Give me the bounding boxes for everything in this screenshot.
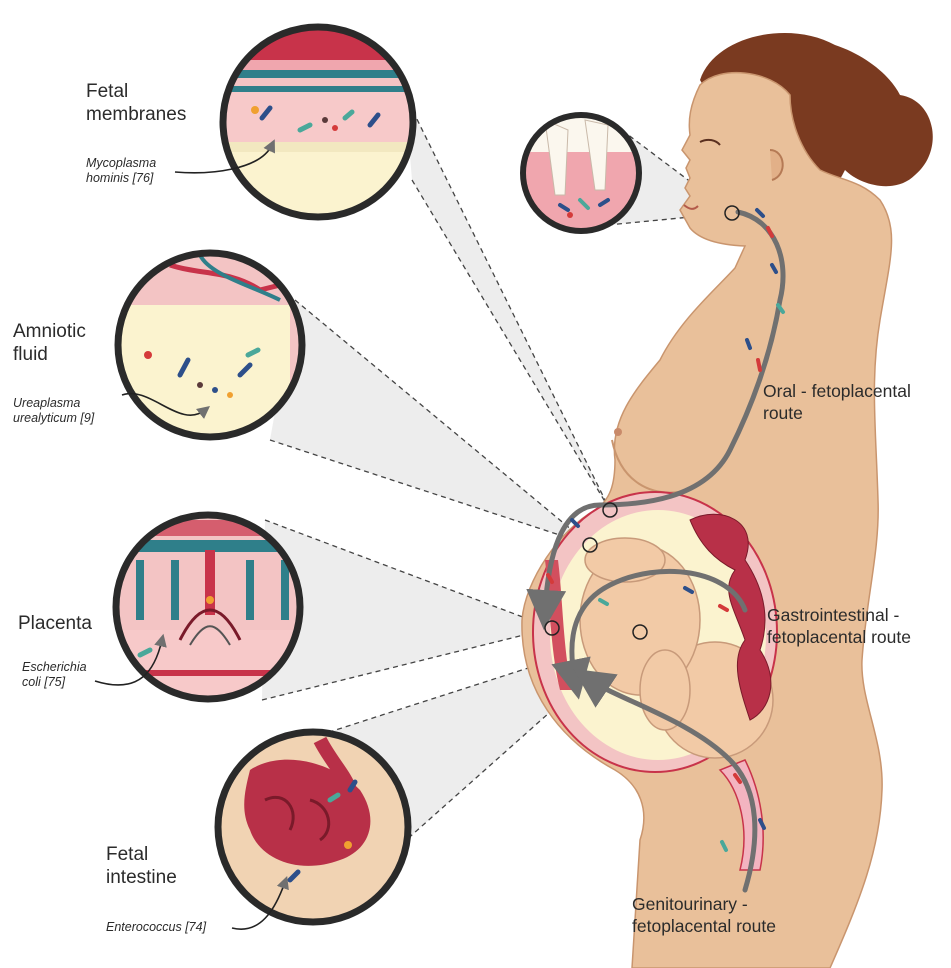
fetal-intestine-inset (215, 730, 415, 930)
fetal-membranes-citation-line1: Mycoplasma (86, 156, 156, 171)
oral-route-label-line1: Oral - fetoplacental (763, 380, 911, 402)
fetal-membranes-citation-line2: hominis [76] (86, 171, 156, 186)
fetal-membranes-inset (220, 25, 420, 225)
genitourinary-route-label-line1: Genitourinary - (632, 893, 776, 915)
genitourinary-route-label-line2: fetoplacental route (632, 915, 776, 937)
fetal-membranes-citation: Mycoplasma hominis [76] (86, 156, 156, 186)
placenta-citation: Escherichia coli [75] (22, 660, 87, 690)
gastrointestinal-route-label-line1: Gastrointestinal - (767, 604, 911, 626)
amniotic-fluid-label: Amniotic fluid (13, 320, 86, 366)
amniotic-fluid-label-line1: Amniotic (13, 320, 86, 343)
placenta-citation-line2: coli [75] (22, 675, 87, 690)
genitourinary-route-label: Genitourinary - fetoplacental route (632, 893, 776, 937)
fetal-intestine-citation: Enterococcus [74] (106, 920, 206, 935)
amniotic-fluid-citation-line1: Ureaplasma (13, 396, 94, 411)
placenta-citation-line1: Escherichia (22, 660, 87, 675)
nipple (614, 428, 622, 436)
placenta-label: Placenta (18, 612, 92, 635)
amniotic-fluid-citation: Ureaplasma urealyticum [9] (13, 396, 94, 426)
oral-route-label-line2: route (763, 402, 911, 424)
amniotic-fluid-label-line2: fluid (13, 343, 86, 366)
fetal-intestine-citation-line1: Enterococcus [74] (106, 920, 206, 935)
fetal-membranes-label-line2: membranes (86, 103, 186, 126)
fetal-intestine-label: Fetal intestine (106, 843, 177, 889)
oral-route-label: Oral - fetoplacental route (763, 380, 911, 424)
fetal-intestine-label-line1: Fetal (106, 843, 177, 866)
gastrointestinal-route-label-line2: fetoplacental route (767, 626, 911, 648)
gastrointestinal-route-label: Gastrointestinal - fetoplacental route (767, 604, 911, 648)
placenta-label-line1: Placenta (18, 612, 92, 635)
fetal-intestine-label-line2: intestine (106, 866, 177, 889)
fetal-membranes-label-line1: Fetal (86, 80, 186, 103)
fetal-membranes-label: Fetal membranes (86, 80, 186, 126)
amniotic-fluid-citation-line2: urealyticum [9] (13, 411, 94, 426)
